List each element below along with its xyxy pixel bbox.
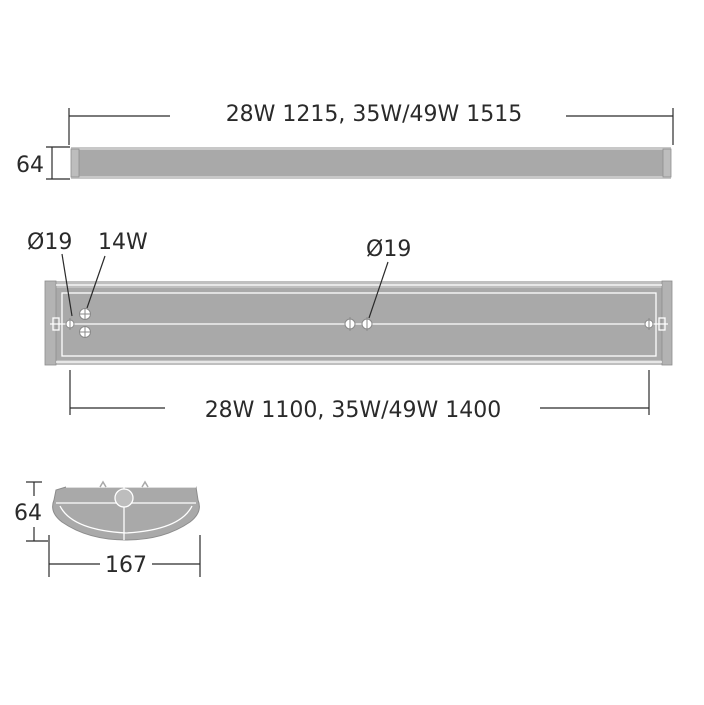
clip-left: [52, 317, 60, 331]
section-height-label: 64: [14, 501, 42, 526]
section-view: 64 167: [14, 480, 201, 578]
dia-right-label: Ø19: [366, 237, 411, 262]
top-endcap-right: [662, 148, 672, 178]
hole-right-small: [644, 318, 654, 330]
top-height-label: 64: [16, 153, 44, 178]
lamp-14w-leader: [86, 255, 106, 309]
dia-right-leader: [368, 261, 389, 319]
dia-left-label: Ø19: [27, 230, 72, 255]
clip-right: [658, 317, 666, 331]
top-body: [79, 150, 663, 176]
mount-length-label: 28W 1100, 35W/49W 1400: [205, 398, 502, 423]
top-length-label: 28W 1215, 35W/49W 1515: [226, 102, 523, 127]
hole-14w-top: [79, 308, 91, 320]
mount-view: Ø19 14W Ø19 28W 1100, 35W/49W 1400: [27, 230, 673, 423]
hole-14w-bottom: [79, 326, 91, 338]
hole-centre-b: [361, 317, 373, 331]
section-width-label: 167: [105, 553, 147, 578]
lamp-14w-label: 14W: [98, 230, 148, 255]
top-endcap-left: [70, 148, 80, 178]
dia-left-leader: [61, 253, 73, 317]
section-clips: [99, 480, 149, 488]
hole-left-small: [65, 318, 75, 330]
section-diffuser-line: [59, 505, 193, 534]
mount-endcap-left: [44, 280, 57, 366]
hole-centre-a: [344, 317, 356, 331]
section-lamp: [114, 488, 134, 508]
mount-endcap-right: [661, 280, 673, 366]
top-view: 28W 1215, 35W/49W 1515 64: [16, 102, 674, 180]
